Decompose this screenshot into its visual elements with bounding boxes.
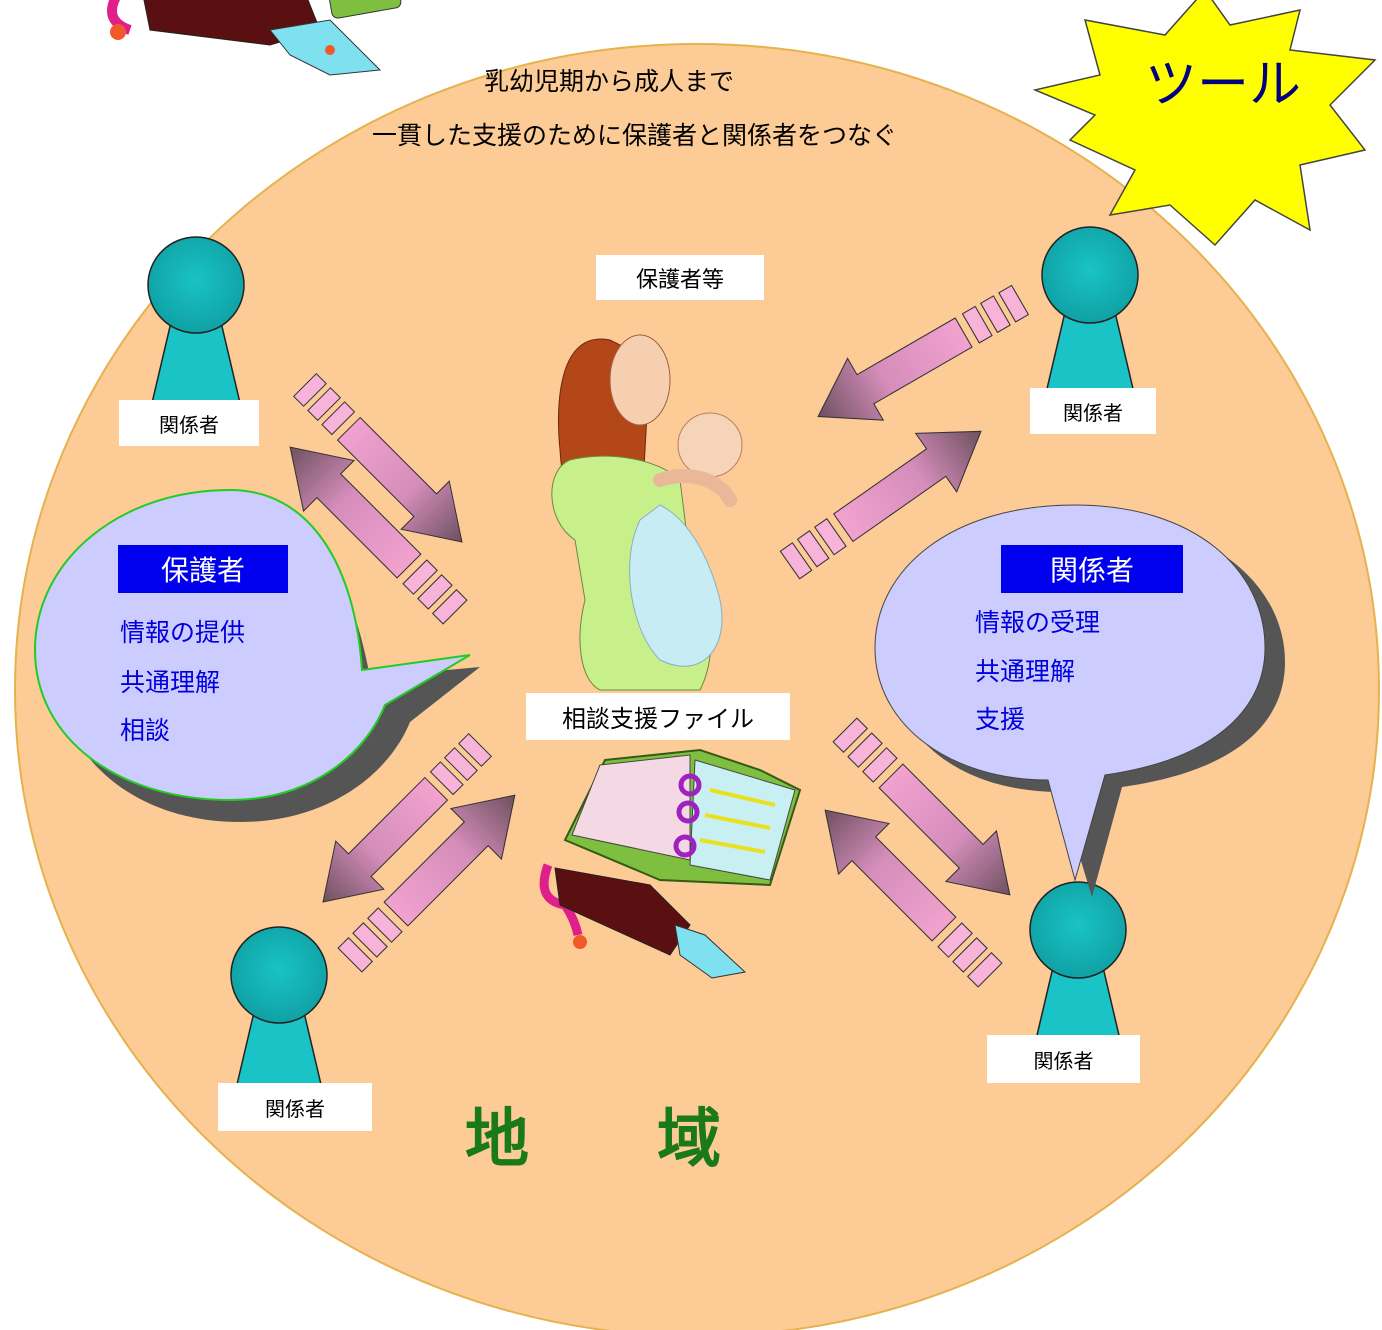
stakeholder-label-bottom-left: 関係者 <box>218 1083 372 1131</box>
left-bubble-item: 情報の提供 <box>120 618 246 647</box>
file-label: 相談支援ファイル <box>526 693 790 740</box>
left-bubble-item: 共通理解 <box>120 668 221 697</box>
decorative-pen-icon <box>107 0 402 76</box>
right-speech-bubble <box>874 504 1285 897</box>
right-bubble-item: 情報の受理 <box>975 608 1101 637</box>
left-bubble-item: 相談 <box>120 716 171 745</box>
header-line-2: 一貫した支援のために保護者と関係者をつなぐ <box>372 121 898 150</box>
right-bubble-title: 関係者 <box>1001 545 1183 593</box>
left-bubble-title: 保護者 <box>118 545 288 593</box>
region-label: 地 域 <box>465 1103 721 1177</box>
consultation-file-illustration <box>539 748 802 979</box>
tool-badge-label: ツール <box>1145 55 1302 115</box>
mother-and-baby-illustration <box>551 334 743 691</box>
right-bubble-item: 支援 <box>975 705 1026 734</box>
header-line-1: 乳幼児期から成人まで <box>484 67 735 96</box>
stakeholder-label-bottom-right: 関係者 <box>987 1035 1140 1083</box>
guardian-label: 保護者等 <box>596 255 764 300</box>
right-bubble-item: 共通理解 <box>975 657 1076 686</box>
stakeholder-label-top-left: 関係者 <box>119 400 259 446</box>
stakeholder-label-top-right: 関係者 <box>1030 388 1156 434</box>
tool-badge-burst <box>1032 0 1377 247</box>
